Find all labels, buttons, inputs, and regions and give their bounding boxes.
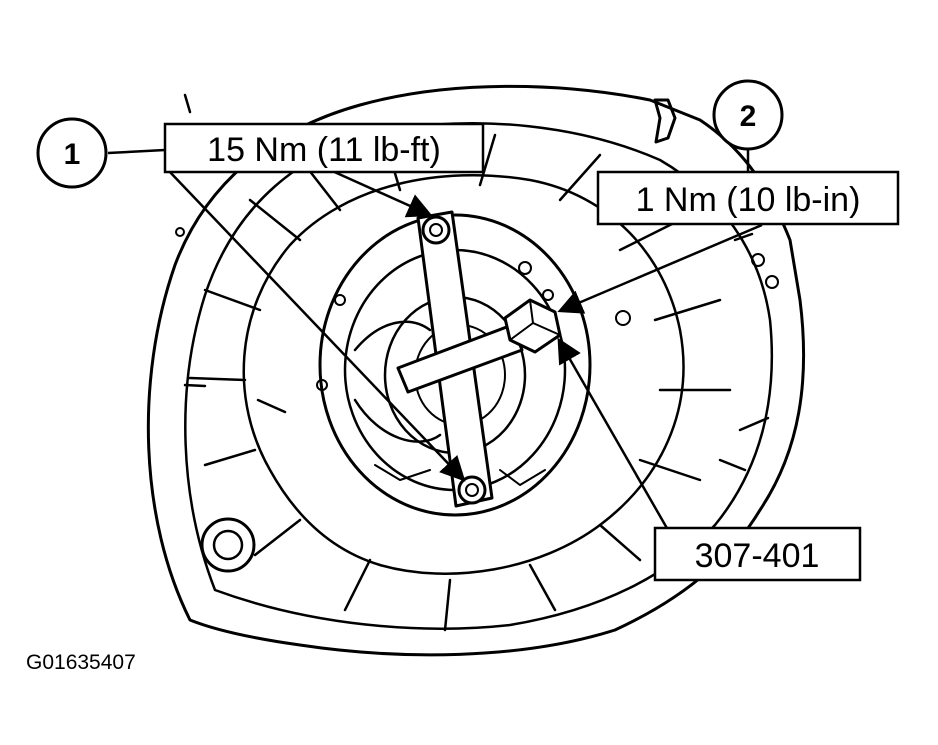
callout-2: 2 1 Nm (10 lb-in) <box>596 79 900 226</box>
callout-1-circle <box>36 117 108 189</box>
housing-drawing <box>146 84 806 657</box>
pump-holes <box>175 227 779 391</box>
callout-leaders <box>107 148 763 531</box>
callout-1-number: 1 <box>64 138 81 171</box>
figure-id: G01635407 <box>26 651 136 674</box>
pump-inner-detail <box>374 464 546 486</box>
callout-2-label-box <box>596 170 900 226</box>
pump-body-ring <box>318 213 592 517</box>
callout-2-label: 1 Nm (10 lb-in) <box>636 181 861 219</box>
lower-bolt-head <box>465 483 479 497</box>
leader-lower-bolt <box>167 169 466 482</box>
callout-1-label-box <box>163 122 485 174</box>
tool-label-box <box>653 526 862 582</box>
radial-ribs <box>188 133 732 632</box>
callout-1-label: 15 Nm (11 lb-ft) <box>207 131 441 169</box>
leader-tool <box>557 337 670 531</box>
housing-tab <box>653 98 677 144</box>
tool-callout: 307-401 <box>653 526 862 582</box>
upper-bolt-head <box>429 223 443 237</box>
hex-screw-assembly <box>396 298 562 394</box>
callout-2-number: 2 <box>740 100 757 133</box>
callout-2-circle <box>712 79 784 151</box>
housing-notch <box>183 93 192 114</box>
callout-1: 1 15 Nm (11 lb-ft) <box>36 117 485 189</box>
housing-slots <box>183 232 770 472</box>
hex-head-facet <box>509 299 561 341</box>
mounting-boss <box>200 517 256 573</box>
leader-hex-screw <box>557 223 763 314</box>
mounting-boss-hole <box>212 529 244 561</box>
slotted-ring-outer <box>242 174 685 575</box>
pump-window <box>353 320 442 443</box>
shaft <box>396 323 524 394</box>
tool-label: 307-401 <box>695 537 820 575</box>
leader-upper-bolt <box>329 168 433 218</box>
